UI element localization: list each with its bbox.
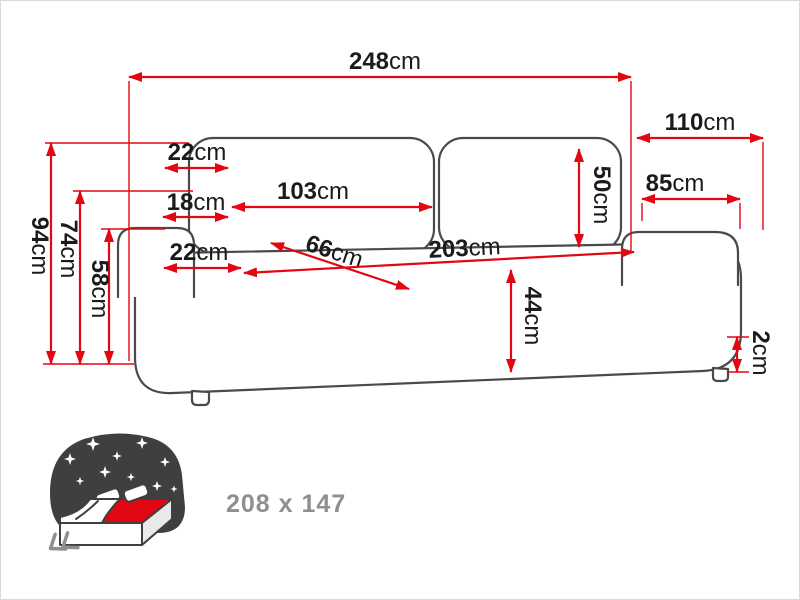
dim-seat-width: 203cm <box>243 233 635 278</box>
bed-pillow-right <box>122 483 150 503</box>
unfold-arrow-icon <box>48 531 80 551</box>
dim-seat-width-line <box>243 247 635 278</box>
dim-total-height-label: 94cm <box>26 217 53 276</box>
dim-armrest-height-label: 58cm <box>86 260 113 319</box>
dim-leg-height-label: 2cm <box>747 330 774 375</box>
dim-total-depth-label: 110cm <box>665 109 736 136</box>
dim-cushion-thickness: 18cm <box>162 189 229 222</box>
dim-armrest-width-label: 22cm <box>170 239 229 266</box>
dim-base-height: 44cm <box>506 269 546 373</box>
dim-inner-depth: 85cm <box>641 170 741 229</box>
dim-cushion-thickness-label: 18cm <box>167 189 226 216</box>
sofa-leg-left <box>190 389 211 407</box>
dim-leg-height: 2cm <box>727 330 774 376</box>
dim-total-width-label: 248cm <box>349 48 421 75</box>
dim-armrest-width: 22cm <box>163 239 242 273</box>
dim-cushion-height-label: 50cm <box>588 166 615 225</box>
dim-backrest-height: 74cm <box>55 190 193 365</box>
dim-armrest-top-width: 22cm <box>164 139 229 173</box>
dim-total-height: 94cm <box>26 142 189 365</box>
dim-total-depth: 110cm <box>636 109 764 230</box>
dim-armrest-top-width-label: 22cm <box>168 139 227 166</box>
armrest-left <box>116 226 196 299</box>
dim-backrest-height-label: 74cm <box>55 220 82 279</box>
dim-cushion-width-label: 103cm <box>277 178 349 205</box>
dim-armrest-height: 58cm <box>86 228 165 365</box>
dim-cushion-height: 50cm <box>574 148 615 248</box>
sofa-leg-right <box>711 366 730 383</box>
dim-cushion-width: 103cm <box>231 178 433 212</box>
dim-seat-width-label: 203cm <box>428 233 501 264</box>
dim-base-height-label: 44cm <box>519 287 546 346</box>
dim-inner-depth-label: 85cm <box>646 170 705 197</box>
bed-front-face <box>59 522 143 546</box>
sleeping-function-icon <box>48 433 185 551</box>
bed-blanket <box>59 498 121 524</box>
sleeping-area-size-label: 208 x 147 <box>226 490 346 518</box>
blanket-fold-line <box>75 500 99 520</box>
armrest-right <box>620 230 740 287</box>
dim-total-width: 248cm <box>128 48 632 361</box>
